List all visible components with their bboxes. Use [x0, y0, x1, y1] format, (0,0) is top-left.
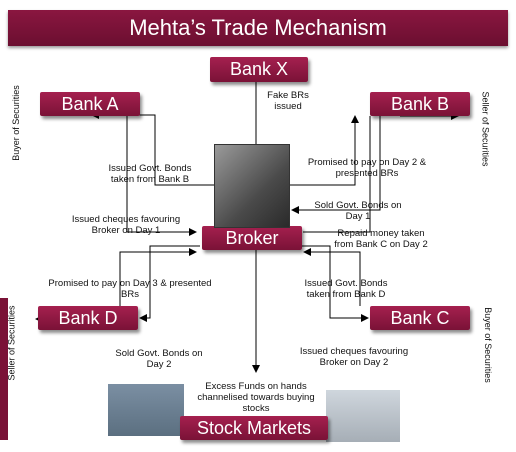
edge-d-broker	[119, 248, 197, 306]
bank-b-box: Bank B	[370, 92, 470, 116]
slide-accent-bar	[0, 298, 8, 440]
stock-markets-box: Stock Markets	[180, 416, 328, 440]
side-label-left-top: Buyer of Securities	[10, 85, 21, 161]
bank-d-box: Bank D	[38, 306, 138, 330]
edge-broker-d	[139, 245, 200, 322]
side-label-left-bottom: Seller of Securities	[6, 305, 17, 381]
broker-box: Broker	[202, 226, 302, 250]
bse-tower-photo-icon	[326, 390, 400, 442]
edge-c-broker	[303, 248, 361, 306]
edge-broker-c	[292, 245, 369, 322]
person-photo-icon	[214, 144, 290, 228]
edge-b-broker	[291, 116, 381, 214]
edge-broker-b-repay	[303, 116, 371, 233]
building-photo-icon	[108, 384, 184, 436]
edge-a-broker	[126, 115, 197, 236]
bank-x-box: Bank X	[210, 57, 308, 82]
side-label-right-bottom: Buyer of Securities	[482, 307, 493, 383]
label-b-promise: Promised to pay on Day 2 &presented BRs	[307, 157, 427, 179]
edge-broker-b	[290, 115, 359, 186]
bank-a-box: Bank A	[40, 92, 140, 116]
bank-c-box: Bank C	[370, 306, 470, 330]
page-title: Mehta’s Trade Mechanism	[8, 10, 508, 46]
side-label-right-top: Seller of Securities	[480, 91, 491, 167]
